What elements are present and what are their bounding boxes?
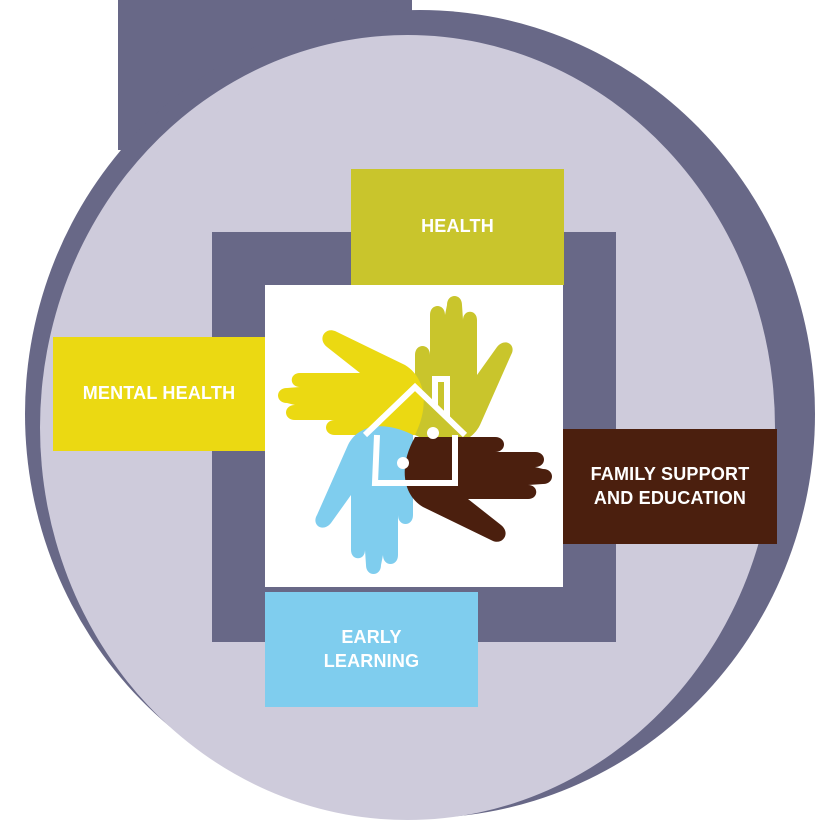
hand-olive-icon — [415, 296, 513, 444]
health-label: HEALTH — [421, 216, 494, 237]
early-learning-label: EARLY LEARNING — [323, 627, 420, 671]
hand-yellow-icon — [278, 330, 424, 435]
mental-health-label: MENTAL HEALTH — [82, 383, 236, 404]
hand-brown-icon — [404, 437, 552, 542]
hand-blue-icon — [315, 426, 413, 574]
center-card — [265, 285, 563, 587]
early-learning-box: EARLY LEARNING — [265, 592, 478, 707]
house-icon — [362, 376, 468, 486]
mental-health-box: MENTAL HEALTH — [53, 337, 265, 451]
health-box: HEALTH — [351, 169, 564, 285]
hands-emblem — [278, 296, 552, 574]
family-support-label: FAMILY SUPPORT AND EDUCATION — [590, 464, 750, 508]
family-support-box: FAMILY SUPPORT AND EDUCATION — [563, 429, 777, 544]
puzzle-piece-icon — [397, 427, 439, 469]
